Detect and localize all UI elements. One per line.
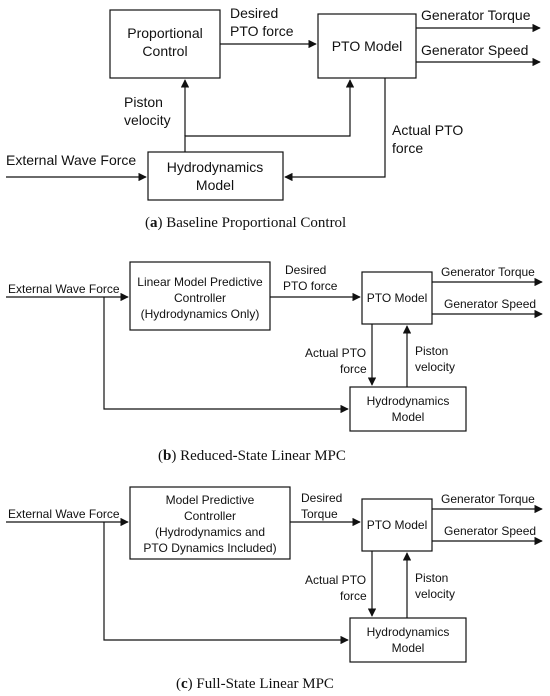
generator-torque-label-c: Generator Torque: [441, 492, 535, 506]
full-mpc-label-2: Controller: [184, 509, 236, 523]
full-mpc-label-4: PTO Dynamics Included): [143, 541, 276, 555]
linear-mpc-label-3: (Hydrodynamics Only): [141, 307, 260, 321]
pto-model-box: [317, 13, 417, 79]
pto-model-box-c: [361, 498, 433, 552]
pto-model-box-b: [361, 271, 433, 325]
actual-pto-force-arrow: [284, 78, 386, 182]
generator-speed-label: Generator Speed: [421, 42, 528, 58]
piston-velocity-label-b-1: Piston: [415, 344, 448, 358]
full-mpc-label-3: (Hydrodynamics and: [155, 525, 265, 539]
actual-pto-force-label-c-2: force: [340, 589, 367, 603]
external-wave-force-label-b: External Wave Force: [8, 282, 120, 296]
generator-speed-label-b: Generator Speed: [444, 297, 536, 311]
linear-mpc-box: [129, 261, 271, 331]
full-mpc-label-1: Model Predictive: [166, 493, 255, 507]
external-wave-force-label-c: External Wave Force: [8, 507, 120, 521]
linear-mpc-label-1: Linear Model Predictive: [137, 275, 263, 289]
full-mpc-box: [129, 486, 291, 560]
desired-pto-force-label-b-2: PTO force: [283, 279, 338, 293]
linear-mpc-label-2: Controller: [174, 291, 226, 305]
actual-pto-force-label-2: force: [392, 140, 423, 156]
caption-c: (c) Full-State Linear MPC: [176, 676, 334, 692]
caption-b: (b) Reduced-State Linear MPC: [158, 448, 346, 464]
hydrodynamics-model-label-b-2: Model: [392, 410, 425, 424]
hydrodynamics-model-label-c-2: Model: [392, 641, 425, 655]
piston-velocity-to-pto-arrow: [184, 79, 355, 152]
desired-torque-label-c-1: Desired: [301, 491, 342, 505]
proportional-control-label-2: Control: [142, 43, 187, 59]
panel-b: Linear Model Predictive Controller (Hydr…: [6, 261, 543, 464]
piston-velocity-label-c-2: velocity: [415, 587, 455, 601]
hydrodynamics-model-box: [147, 151, 284, 201]
desired-torque-label-c-2: Torque: [301, 507, 338, 521]
caption-a: (a) Baseline Proportional Control: [145, 215, 346, 231]
hydrodynamics-model-box-b: [349, 386, 467, 432]
hydrodynamics-model-label-b-1: Hydrodynamics: [367, 394, 450, 408]
actual-pto-force-label-c-1: Actual PTO: [305, 573, 366, 587]
generator-speed-label-c: Generator Speed: [444, 524, 536, 538]
panel-c: Model Predictive Controller (Hydrodynami…: [6, 486, 543, 692]
external-wave-force-label: External Wave Force: [6, 152, 136, 168]
hydrodynamics-model-label-1: Hydrodynamics: [167, 159, 263, 175]
actual-pto-force-label-1: Actual PTO: [392, 122, 463, 138]
piston-velocity-label-1: Piston: [124, 94, 163, 110]
piston-velocity-label-b-2: velocity: [415, 360, 455, 374]
generator-torque-label-b: Generator Torque: [441, 265, 535, 279]
proportional-control-box: [109, 9, 221, 79]
wave-to-hydrodynamics-arrow-b: [103, 297, 349, 414]
piston-velocity-label-2: velocity: [124, 112, 171, 128]
hydrodynamics-model-label-2: Model: [196, 177, 234, 193]
pto-model-label-c: PTO Model: [367, 518, 427, 532]
panel-a: Proportional Control PTO Model Hydrodyna…: [6, 5, 541, 231]
actual-pto-force-label-b-2: force: [340, 362, 367, 376]
pto-model-label: PTO Model: [332, 38, 403, 54]
actual-pto-force-label-b-1: Actual PTO: [305, 346, 366, 360]
pto-model-label-b: PTO Model: [367, 291, 427, 305]
hydrodynamics-model-label-c-1: Hydrodynamics: [367, 625, 450, 639]
hydrodynamics-model-box-c: [349, 617, 467, 663]
desired-pto-force-label-b-1: Desired: [285, 263, 326, 277]
desired-pto-force-label-1: Desired: [230, 5, 278, 21]
wave-to-hydrodynamics-arrow-c: [103, 522, 349, 645]
generator-torque-label: Generator Torque: [421, 7, 531, 23]
piston-velocity-label-c-1: Piston: [415, 571, 448, 585]
desired-pto-force-label-2: PTO force: [230, 23, 294, 39]
proportional-control-label-1: Proportional: [127, 25, 203, 41]
